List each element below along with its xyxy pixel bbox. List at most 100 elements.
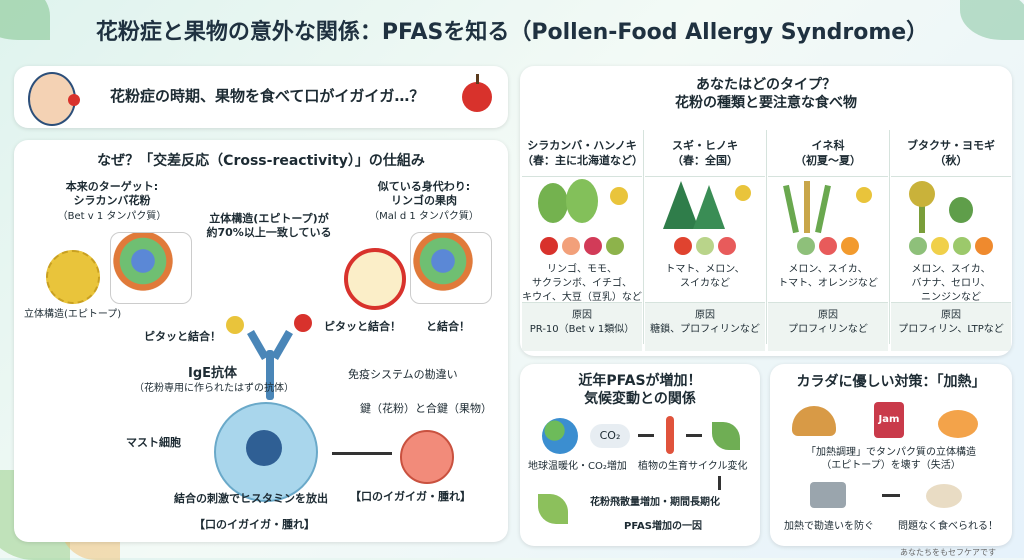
immune-note: 免疫システムの勘違い — [348, 368, 458, 381]
warming-text: 地球温暖化・CO₂増加 — [528, 461, 627, 472]
column-season: （初夏〜夏） — [795, 154, 861, 167]
arrow-right-icon — [882, 494, 900, 497]
types-card: あなたはどのタイプ？ 花粉の種類と要注意な食べ物 シラカンバ・ハンノキ （春：主に… — [520, 66, 1012, 356]
pollen-text: 花粉飛散量増加・期間長期化 — [590, 497, 720, 508]
pollen-icon — [610, 187, 628, 205]
fruit-row-icons — [522, 237, 642, 259]
target-sub: （Bet v 1 タンパク質） — [57, 211, 167, 222]
mechanism-card: なぜ？「交差反応（Cross-reactivity）」の仕組み 本来のターゲット… — [14, 140, 508, 542]
ige-antibody-icon — [247, 330, 293, 400]
column-divider — [643, 130, 644, 344]
cause-label: 原因 — [572, 310, 592, 321]
apple-stem-icon — [476, 74, 479, 84]
column-foods: メロン、スイカ、 トマト、オレンジなど — [778, 264, 878, 289]
column-name: イネ科 — [811, 139, 845, 152]
arrow-right-icon — [638, 434, 654, 437]
intro-card: 花粉症の時期、果物を食べて口がイガイガ…？ — [14, 66, 508, 128]
bowl-icon — [938, 410, 978, 438]
apple-icon — [462, 82, 492, 112]
column-season: （春：主に北海道など） — [522, 154, 643, 167]
type-column-grass: イネ科 （初夏〜夏） メロン、スイカ、 トマト、オレンジなど 原因プロフィリンなど — [768, 130, 888, 356]
bind-right-label: ピタッと結合！ — [324, 320, 401, 333]
fruit-row-icons — [768, 237, 888, 259]
pollen-plant-icon — [538, 494, 568, 524]
intro-text: 花粉症の時期、果物を食べて口がイガイガ…？ — [110, 87, 425, 105]
column-foods: トマト、メロン、 スイカなど — [665, 264, 745, 289]
column-name: スギ・ヒノキ — [672, 139, 738, 152]
pollen-grain-icon — [46, 250, 100, 304]
birch-tree-icon — [522, 177, 642, 237]
thermometer-icon — [666, 416, 674, 454]
arrow-down-icon — [718, 476, 721, 490]
type-column-cedar: スギ・ヒノキ （春：全国） トマト、メロン、 スイカなど 原因糖鎖、プロフィリンな… — [645, 130, 765, 356]
climate-heading: 近年PFASが増加！ 気候変動との関係 — [578, 373, 702, 407]
arrow-right-icon — [686, 434, 702, 437]
apple-half-icon — [344, 248, 406, 310]
jam-jar-icon: Jam — [874, 402, 904, 438]
heat-ok: 問題なく食べられる！ — [898, 521, 998, 532]
column-season: （秋） — [934, 154, 968, 167]
pollen-icon — [856, 187, 872, 203]
ige-label: IgE抗体 — [188, 366, 238, 381]
heat-desc: 「加熱調理」でタンパク質の立体構造 （エピトープ）を壊す（失活） — [806, 447, 976, 471]
key-lock-note: 鍵（花粉）と合鍵（果物） — [360, 402, 492, 415]
column-cause: プロフィリンなど — [788, 324, 868, 335]
cause-label: 原因 — [695, 310, 715, 321]
footer-text: あなたちをもセフケアです — [900, 548, 996, 557]
mast-label: マスト細胞 — [126, 436, 181, 449]
pie-icon — [792, 406, 836, 436]
ragweed-icon — [891, 177, 1011, 237]
pot-icon — [810, 482, 846, 508]
cell-nucleus-icon — [246, 430, 282, 466]
ige-sub: （花粉専用に作られたはずの抗体） — [134, 383, 294, 394]
histamine-text: 結合の刺激でヒスタミンを放出 — [174, 492, 328, 505]
column-foods: メロン、スイカ、 バナナ、セロリ、 ニンジンなど — [911, 264, 991, 303]
type-column-birch: シラカンバ・ハンノキ （春：主に北海道など） リンゴ、モモ、 サクランボ、イチゴ、… — [522, 130, 643, 356]
column-cause: PR-10（Bet v 1類似） — [529, 324, 635, 335]
climate-card: 近年PFASが増加！ 気候変動との関係 CO₂ 地球温暖化・CO₂増加 植物の生… — [520, 364, 760, 546]
heat-heading: カラダに優しい対策：「加熱」 — [796, 374, 986, 390]
sprout-icon — [712, 422, 740, 450]
symptom-right: 【口のイガイガ・腫れ】 — [350, 490, 471, 503]
column-divider — [766, 130, 767, 344]
page-title: 花粉症と果物の意外な関係：PFASを知る（Pollen-Food Allergy… — [95, 20, 929, 45]
mechanism-heading: なぜ？「交差反応（Cross-reactivity）」の仕組み — [97, 153, 425, 169]
earth-icon — [542, 418, 578, 454]
cause-label: 原因 — [941, 310, 961, 321]
types-heading: あなたはどのタイプ？ 花粉の種類と要注意な食べ物 — [675, 77, 857, 111]
cedar-tree-icon — [645, 177, 765, 237]
symptom-left: 【口のイガイガ・腫れ】 — [194, 518, 315, 531]
bind-left-label: ピタッと結合！ — [144, 330, 221, 343]
column-cause: プロフィリン、LTPなど — [898, 324, 1004, 335]
column-cause: 糖鎖、プロフィリンなど — [650, 324, 760, 335]
fruit-row-icons — [891, 237, 1011, 259]
fruit-row-icons — [645, 237, 765, 259]
column-name: ブタクサ・ヨモギ — [907, 139, 995, 152]
protein-structure-left — [110, 232, 192, 304]
decorative-leaf — [0, 0, 50, 40]
bowl-icon — [926, 484, 962, 508]
grass-icon — [768, 177, 888, 237]
mimic-sub: （Mal d 1 タンパク質） — [369, 211, 479, 222]
target-label: 本来のターゲット: シラカンバ花粉 — [65, 180, 159, 207]
structure-match: 立体構造(エピトープ)が 約70%以上一致している — [206, 212, 332, 239]
arrow-icon — [332, 452, 392, 455]
climate-cause: PFAS増加の一因 — [624, 521, 702, 532]
pollen-icon — [735, 185, 751, 201]
epitope-label: 立体構造(エピトープ) — [24, 309, 122, 320]
column-season: （春：全国） — [672, 154, 738, 167]
protein-structure-right — [410, 232, 492, 304]
heat-prevent: 加熱で勘違いを防ぐ — [784, 521, 874, 532]
co2-cloud-icon: CO₂ — [590, 424, 630, 448]
column-divider — [889, 130, 890, 344]
column-foods: リンゴ、モモ、 サクランボ、イチゴ、 キウイ、大豆（豆乳）など — [522, 264, 642, 303]
apple-small-icon — [294, 314, 312, 332]
heat-card: カラダに優しい対策：「加熱」 Jam 「加熱調理」でタンパク質の立体構造 （エピ… — [770, 364, 1012, 546]
irritated-mouth-icon — [400, 430, 454, 484]
cause-label: 原因 — [818, 310, 838, 321]
type-column-ragweed: ブタクサ・ヨモギ （秋） メロン、スイカ、 バナナ、セロリ、 ニンジンなど 原因プ… — [891, 130, 1011, 356]
column-name: シラカンバ・ハンノキ — [527, 139, 637, 152]
cycle-text: 植物の生育サイクル変化 — [638, 461, 748, 472]
mimic-label: 似ている身代わり: リンゴの果肉 — [377, 180, 471, 207]
pollen-small-icon — [226, 316, 244, 334]
